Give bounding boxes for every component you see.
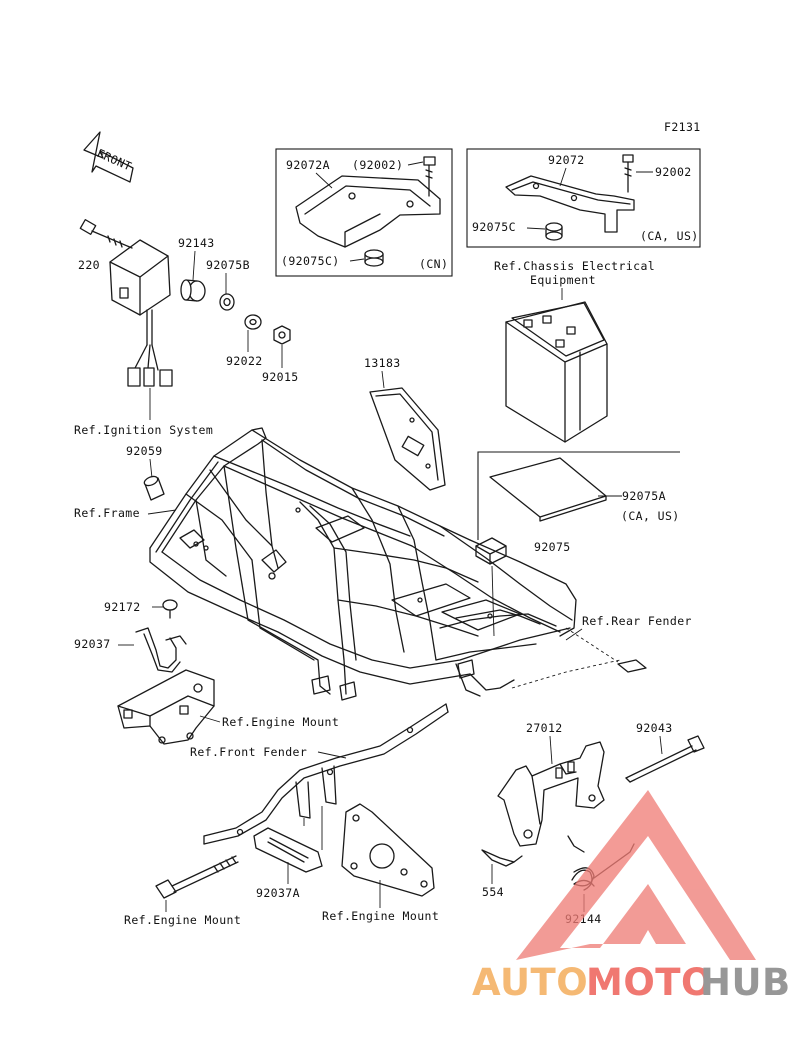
plate-92037a [253, 827, 323, 873]
ref-engine-mount-label-3: Ref.Engine Mount [322, 909, 439, 923]
ca-us-bolt-icon [622, 154, 634, 193]
inset-pad: 92075A (CA, US) [477, 451, 680, 540]
part-92037-label: 92037 [74, 637, 111, 651]
cn-region-label: (CN) [419, 257, 448, 271]
ref-engine-mount-label-2: Ref.Engine Mount [124, 913, 241, 927]
ca-us-damper-label: 92075C [472, 220, 516, 234]
bolt-92172-icon [162, 599, 178, 619]
front-fender-bracket [203, 703, 449, 845]
part-554-label: 554 [482, 885, 504, 899]
cn-bolt-icon [423, 156, 436, 197]
engine-mount-plate [341, 803, 435, 897]
lever-27012 [497, 741, 605, 847]
ca-us-region-label: (CA, US) [640, 229, 699, 243]
cotter-pin-554 [481, 849, 523, 867]
main-frame [149, 427, 577, 701]
ca-us-damper-icon [545, 222, 563, 241]
watermark-text-moto: MOTO [586, 961, 713, 1004]
ref-ignition-label: Ref.Ignition System [74, 423, 213, 437]
clamp-92037 [135, 627, 187, 673]
damper-92075-icon [475, 537, 507, 565]
bolt-220-icon [79, 219, 133, 249]
cdi-unit [109, 239, 171, 316]
part-92143-label: 92143 [178, 236, 215, 250]
pad-part-label: 92075A [622, 489, 666, 503]
nut-92015-icon [273, 325, 291, 345]
ref-chassis-label-1: Ref.Chassis Electrical [494, 259, 655, 273]
damper-92075b-icon [219, 293, 235, 311]
part-92015-label: 92015 [262, 370, 299, 384]
inset-ca-us: 92072 92002 92075C (CA, US) [466, 148, 701, 248]
part-220-label: 220 [78, 258, 100, 272]
ca-us-bracket-label: 92072 [548, 153, 585, 167]
ref-chassis-label-2: Equipment [530, 273, 596, 287]
battery [505, 301, 608, 443]
watermark-triangle-icon [516, 790, 756, 960]
engine-mount-bracket-1 [117, 669, 215, 745]
part-92172-label: 92172 [104, 600, 141, 614]
watermark-text-auto: AUTO [472, 961, 588, 1004]
watermark-text-hub: HUB [700, 961, 791, 1004]
pin-92043 [625, 735, 705, 783]
diagram-code: F2131 [664, 120, 701, 134]
part-92059-label: 92059 [126, 444, 163, 458]
ca-us-bolt-label: 92002 [655, 165, 692, 179]
long-bolt [155, 855, 239, 899]
rear-fender-pad [617, 659, 647, 673]
front-label: FRONT [95, 146, 134, 174]
pad-92075a [489, 457, 607, 522]
part-92043-label: 92043 [636, 721, 673, 735]
collar-92143-icon [180, 279, 206, 302]
washer-92022-icon [244, 314, 262, 330]
inset-cn: 92072A (92002) (92075C) (CN) [275, 148, 453, 277]
ca-us-bracket [505, 175, 635, 233]
cn-bolt-label: (92002) [352, 158, 403, 172]
inset-cn-frame [275, 148, 453, 277]
part-27012-label: 27012 [526, 721, 563, 735]
watermark-logo: AUTO MOTO HUB [472, 790, 791, 1004]
inset-ca-us-frame [466, 148, 701, 248]
part-92037a-label: 92037A [256, 886, 300, 900]
ref-front-fender-label: Ref.Front Fender [190, 745, 307, 759]
cn-bracket [295, 175, 441, 248]
part-92075-label: 92075 [534, 540, 571, 554]
cn-bracket-label: 92072A [286, 158, 330, 172]
damper-92059-icon [143, 475, 165, 501]
pad-region-label: (CA, US) [621, 509, 680, 523]
ref-frame-label: Ref.Frame [74, 506, 140, 520]
ref-rear-fender-label: Ref.Rear Fender [582, 614, 692, 628]
front-arrow-icon: FRONT [83, 131, 134, 183]
cn-damper-label: (92075C) [281, 254, 340, 268]
ignition-connector [127, 309, 173, 420]
ref-engine-mount-label-1: Ref.Engine Mount [222, 715, 339, 729]
part-92022-label: 92022 [226, 354, 263, 368]
cover-13183 [369, 387, 446, 491]
part-13183-label: 13183 [364, 356, 401, 370]
cn-damper-icon [364, 249, 384, 267]
part-92075b-label: 92075B [206, 258, 250, 272]
